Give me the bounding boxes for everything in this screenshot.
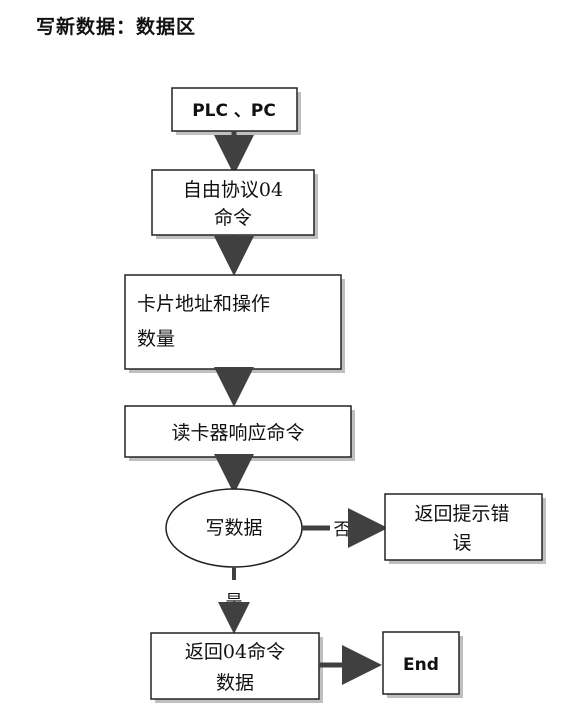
command-04-line2: 命令 — [214, 207, 252, 229]
return-error-line1: 返回提示错 — [414, 503, 509, 525]
yes-label: 是 — [226, 592, 243, 612]
card-address-node: 卡片地址和操作 数量 — [124, 274, 345, 373]
reader-response-label: 读卡器响应命令 — [171, 422, 304, 444]
end-node: End — [382, 631, 463, 698]
reader-response-node: 读卡器响应命令 — [124, 405, 355, 461]
return-04-data-node: 返回04命令 数据 — [150, 632, 323, 703]
decision-label: 写数据 — [205, 517, 262, 539]
start-label: PLC 、PC — [192, 101, 276, 121]
end-label: End — [403, 655, 439, 675]
return-error-line2: 误 — [452, 532, 471, 554]
write-data-decision: 写数据 — [165, 488, 303, 568]
return-04-line2: 数据 — [216, 672, 254, 694]
card-address-line1: 卡片地址和操作 — [137, 293, 270, 315]
return-error-node: 返回提示错 误 — [384, 493, 546, 564]
card-address-line2: 数量 — [137, 328, 175, 350]
command-04-line1: 自由协议04 — [183, 179, 283, 201]
return-04-line1: 返回04命令 — [185, 641, 285, 663]
no-label: 否 — [334, 520, 351, 540]
start-node: PLC 、PC — [171, 87, 301, 135]
command-04-node: 自由协议04 命令 — [151, 169, 318, 239]
page-title: 写新数据：数据区 — [36, 16, 197, 38]
